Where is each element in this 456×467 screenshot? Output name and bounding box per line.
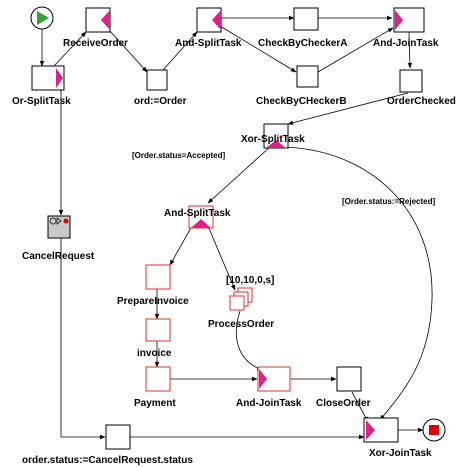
edge-close-to-xorjoin	[351, 391, 369, 423]
task-payment[interactable]	[145, 366, 171, 392]
task-invoice[interactable]	[145, 318, 171, 342]
edge-andsplit-to-checkb	[219, 25, 297, 73]
clock-icon	[49, 217, 57, 225]
task-xor-join[interactable]	[363, 417, 399, 443]
task-close-order[interactable]	[336, 366, 362, 392]
task-or-split[interactable]	[31, 65, 65, 91]
task-and-join-bottom[interactable]	[257, 366, 291, 392]
edge-xorsplit-to-andsplitmid	[207, 146, 271, 204]
task-process-order[interactable]	[229, 287, 253, 311]
task-labels: ReceiveOrder And-SplitTask CheckByChecke…	[12, 38, 456, 466]
join-marker-icon	[395, 10, 403, 30]
label-check-a: CheckByCheckerA	[258, 38, 348, 49]
split-marker-icon	[56, 68, 63, 88]
task-order-checked[interactable]	[399, 69, 423, 93]
multi-instance-params: [10,10,0,s]	[226, 275, 274, 286]
stop-icon	[429, 425, 439, 435]
label-order-checked: OrderChecked	[387, 96, 456, 107]
label-order-status: order.status:=CancelRequest.status	[22, 455, 193, 466]
label-payment: Payment	[134, 398, 176, 409]
label-and-split-top: And-SplitTask	[175, 38, 242, 49]
label-invoice: invoice	[137, 348, 172, 359]
task-and-split-mid[interactable]	[188, 205, 214, 229]
label-xor-split: Xor-SplitTask	[241, 134, 305, 145]
task-order-status[interactable]	[105, 424, 131, 450]
label-close-order: CloseOrder	[316, 398, 371, 409]
label-or-split: Or-SplitTask	[12, 96, 71, 107]
task-and-join-top[interactable]	[393, 7, 425, 33]
edge-receive-to-ord	[108, 29, 148, 73]
label-check-b: CheckByCHeckerB	[256, 96, 347, 107]
label-and-join-bottom: And-JoinTask	[236, 398, 302, 409]
label-xor-join: Xor-JoinTask	[369, 448, 432, 459]
edge-ord-to-andsplit	[162, 31, 198, 71]
edge-andsplitmid-to-prepare	[169, 225, 193, 266]
end-condition[interactable]	[422, 418, 446, 442]
label-receive-order: ReceiveOrder	[63, 38, 128, 49]
task-xor-split[interactable]	[263, 123, 289, 149]
edge-orderchecked-to-xorsplit	[287, 92, 409, 125]
label-prepare-invoice: PrepareInvoice	[117, 296, 189, 307]
condition-rejected: [Order.status:=Rejected]	[342, 197, 435, 206]
record-icon	[63, 218, 69, 224]
task-ord-order[interactable]	[146, 69, 168, 91]
join-marker-icon	[259, 369, 267, 389]
label-and-split-mid: And-SplitTask	[164, 208, 231, 219]
label-process-order: ProcessOrder	[208, 319, 274, 330]
split-marker-icon	[191, 219, 211, 228]
label-ord-order: ord:=Order	[134, 96, 187, 107]
edge-checkb-to-andjoin	[317, 27, 394, 73]
flow-edges	[39, 15, 433, 440]
edge-cancel-to-orderstatus	[60, 238, 106, 440]
edge-orsplit-to-receive	[53, 31, 87, 67]
edge-andsplitmid-to-process	[207, 225, 236, 291]
edge-xorsplit-to-xorjoin	[283, 146, 433, 421]
task-and-split-top[interactable]	[196, 7, 222, 33]
task-receive-order[interactable]	[85, 7, 111, 33]
split-marker-icon	[101, 10, 110, 30]
condition-accepted: [Order.status=Accepted]	[132, 151, 225, 160]
task-check-b[interactable]	[296, 65, 319, 88]
split-marker-icon	[266, 140, 286, 148]
edge-andjoin-to-orderchecked	[407, 31, 413, 69]
label-and-join-top: And-JoinTask	[373, 38, 439, 49]
play-icon	[37, 11, 49, 25]
join-marker-icon	[366, 420, 375, 440]
task-prepare-invoice[interactable]	[145, 264, 171, 290]
play-icon	[56, 217, 62, 225]
condition-labels: [Order.status=Accepted] [Order.status:=R…	[132, 151, 435, 286]
task-check-a[interactable]	[293, 7, 319, 31]
label-cancel-request: CancelRequest	[22, 251, 95, 262]
start-condition[interactable]	[30, 6, 54, 30]
split-marker-icon	[212, 10, 221, 30]
edge-process-to-andjoin	[235, 310, 263, 371]
task-cancel-request[interactable]	[47, 215, 71, 239]
